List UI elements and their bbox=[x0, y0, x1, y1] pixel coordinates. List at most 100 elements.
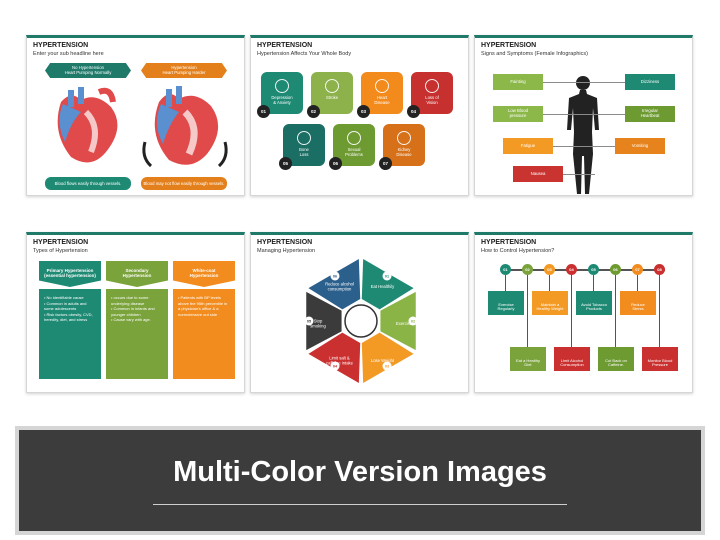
managing-number: 01 bbox=[385, 274, 389, 278]
step-box: Cut Back on Caffeine. bbox=[598, 347, 634, 371]
managing-label: Eat Healthily bbox=[371, 284, 395, 289]
managing-label: Reduce alcohol bbox=[325, 281, 354, 286]
slide-heart-comparison[interactable]: HYPERTENSION Enter your sub headline her… bbox=[26, 35, 245, 196]
slide-title: HYPERTENSION bbox=[257, 239, 313, 246]
slide-managing[interactable]: HYPERTENSION Managing Hypertension Eat H… bbox=[250, 232, 469, 393]
slide-subtitle: Managing Hypertension bbox=[257, 248, 316, 254]
hypertension-heart-icon bbox=[142, 86, 228, 168]
timeline-line bbox=[503, 269, 665, 271]
connector-line bbox=[593, 146, 615, 147]
connector-line bbox=[543, 82, 595, 83]
managing-number: 03 bbox=[385, 365, 389, 369]
slide-title: HYPERTENSION bbox=[481, 42, 537, 49]
hypertension-heart-header: Hypertension Heart Pumping Harder bbox=[141, 63, 227, 78]
effect-label: Depression & Anxiety bbox=[271, 95, 293, 105]
slide-subtitle: Types of Hypertension bbox=[33, 248, 88, 254]
managing-number: 02 bbox=[411, 320, 415, 324]
slide-subtitle: Hypertension Affects Your Whole Body bbox=[257, 51, 352, 57]
effect-label: Bone Loss bbox=[299, 147, 309, 157]
banner-divider bbox=[153, 504, 567, 505]
managing-number-badge bbox=[382, 271, 392, 281]
type-description: • Patients with BP levels above the 95th… bbox=[173, 289, 235, 379]
type-heading: Primary Hypertension (essential hyperten… bbox=[39, 261, 101, 287]
slide-title: HYPERTENSION bbox=[33, 239, 89, 246]
step-number: 08 bbox=[654, 264, 665, 275]
step-connector bbox=[593, 275, 594, 291]
effect-number: 02 bbox=[307, 105, 320, 118]
effect-icon bbox=[375, 79, 389, 93]
managing-segment[interactable] bbox=[308, 332, 361, 383]
slide-subtitle: Signs and Symptoms (Female Infographics) bbox=[481, 51, 588, 57]
type-column: Secondary Hypertension• occurs due to so… bbox=[106, 261, 168, 391]
managing-number-badge bbox=[382, 361, 392, 371]
effect-label: Stroke bbox=[325, 95, 339, 100]
step-box: Limit Alcohol Consumption bbox=[554, 347, 590, 371]
step-connector bbox=[505, 275, 506, 291]
effect-icon bbox=[425, 79, 439, 93]
symptom-box: Fatigue bbox=[503, 138, 553, 154]
effect-label: Sexual Problems bbox=[345, 147, 363, 157]
step-number: 02 bbox=[522, 264, 533, 275]
slide-subtitle: Enter your sub headline here bbox=[33, 51, 104, 57]
managing-number-badge bbox=[408, 316, 418, 326]
step-connector bbox=[615, 275, 616, 347]
managing-number-badge bbox=[330, 271, 340, 281]
effect-tile[interactable]: Stroke 02 bbox=[307, 72, 353, 118]
effect-icon bbox=[275, 79, 289, 93]
step-number: 05 bbox=[588, 264, 599, 275]
managing-segment[interactable] bbox=[361, 259, 414, 310]
effect-number: 06 bbox=[329, 157, 342, 170]
managing-label: Limit salt & bbox=[329, 356, 350, 361]
managing-label: Lose Weight bbox=[371, 358, 395, 363]
slide-title: HYPERTENSION bbox=[481, 239, 537, 246]
slide-body-effects[interactable]: HYPERTENSION Hypertension Affects Your W… bbox=[250, 35, 469, 196]
slide-control[interactable]: HYPERTENSION How to Control Hypertension… bbox=[474, 232, 693, 393]
effect-icon bbox=[347, 131, 361, 145]
managing-segment[interactable] bbox=[306, 291, 342, 351]
managing-number: 05 bbox=[307, 320, 311, 324]
effect-label: Loss of Vision bbox=[425, 95, 439, 105]
connector-line bbox=[563, 174, 595, 175]
managing-segment[interactable] bbox=[380, 291, 416, 351]
step-connector bbox=[637, 275, 638, 291]
effect-icon bbox=[397, 131, 411, 145]
normal-heart-icon bbox=[57, 87, 118, 163]
slide-symptoms[interactable]: HYPERTENSION Signs and Symptoms (Female … bbox=[474, 35, 693, 196]
slide-title: HYPERTENSION bbox=[257, 42, 313, 49]
managing-segment[interactable] bbox=[308, 259, 361, 310]
managing-number-badge bbox=[304, 316, 314, 326]
managing-label: consumption bbox=[328, 286, 352, 291]
managing-label: Stop bbox=[314, 319, 323, 324]
step-connector bbox=[527, 275, 528, 347]
step-box: Monitor Blood Pressure bbox=[642, 347, 678, 371]
effect-label: Heart Disease bbox=[374, 95, 390, 105]
managing-segment[interactable] bbox=[361, 332, 414, 383]
banner-title: Multi-Color Version Images bbox=[173, 456, 547, 488]
type-heading: White-coat Hypertension bbox=[173, 261, 235, 287]
step-number: 03 bbox=[544, 264, 555, 275]
step-number: 01 bbox=[500, 264, 511, 275]
connector-line bbox=[543, 114, 595, 115]
type-description: • No identifiable cause • Common in adul… bbox=[39, 289, 101, 379]
symptom-box: Nausea bbox=[513, 166, 563, 182]
step-box: Avoid Tobacco Products bbox=[576, 291, 612, 315]
slide-types[interactable]: HYPERTENSION Types of Hypertension Prima… bbox=[26, 232, 245, 393]
step-box: Maintain a Healthy Weight bbox=[532, 291, 568, 315]
step-box: Reduce Stress bbox=[620, 291, 656, 315]
slide-title: HYPERTENSION bbox=[33, 42, 89, 49]
effect-number: 07 bbox=[379, 157, 392, 170]
managing-number: 04 bbox=[333, 365, 338, 369]
normal-heart-header: No Hypertension Heart Pumping Normally bbox=[45, 63, 131, 78]
type-column: White-coat Hypertension• Patients with B… bbox=[173, 261, 235, 391]
step-connector bbox=[549, 275, 550, 291]
connector-line bbox=[553, 146, 595, 147]
managing-label: caffeine intake bbox=[326, 361, 354, 366]
type-description: • occurs due to some underlying disease … bbox=[106, 289, 168, 379]
